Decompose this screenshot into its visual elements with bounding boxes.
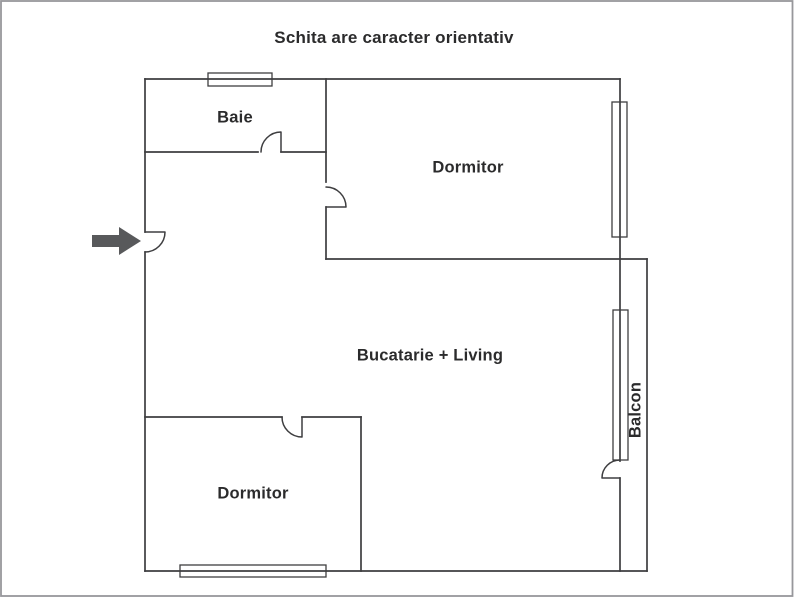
door-symbol-dormitor-bottom [281, 416, 303, 438]
door-symbol-dormitor-top [325, 186, 347, 208]
room-label-baie: Baie [217, 108, 253, 127]
room-label-dormitor-bottom: Dormitor [217, 484, 289, 503]
walls [144, 78, 648, 572]
window-symbol-dormitor-bottom [179, 564, 327, 578]
window-symbol-baie [207, 72, 273, 87]
door-symbol-baie [260, 131, 282, 153]
room-label-dormitor-top: Dormitor [432, 158, 504, 177]
plan-disclaimer-title: Schita are caracter orientativ [274, 28, 514, 47]
window-symbol-dormitor-top [611, 101, 628, 238]
door-symbol-balcon [601, 459, 621, 479]
entrance-arrow-icon [92, 227, 141, 255]
doors [144, 131, 621, 479]
door-symbol-entrance [144, 231, 166, 253]
room-label-balcon: Balcon [626, 381, 645, 439]
room-label-bucatarie-living: Bucatarie + Living [356, 346, 504, 365]
